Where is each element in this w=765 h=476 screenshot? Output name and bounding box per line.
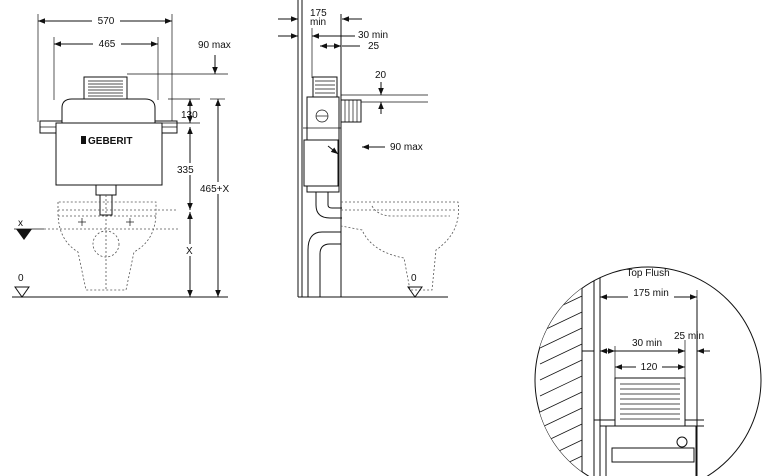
dim-30min-side-label: 30 min (358, 30, 388, 41)
dim-90max-side-label: 90 max (390, 142, 423, 153)
front-view: 570 465 90 max GEBERIT (12, 14, 239, 298)
dim-570-label: 570 (98, 16, 115, 27)
brand-logo: GEBERIT (88, 136, 132, 147)
detail-view-top-flush: Top Flush 175 min 30 min 25 min 120 (534, 266, 762, 476)
toilet-side-outline (340, 201, 459, 291)
detail-dim-25min-label: 25 min (674, 331, 704, 342)
cistern-body (55, 122, 163, 186)
dim-175-suffix: min (310, 17, 326, 28)
toilet-outline (57, 201, 157, 291)
marker-x-label: x (18, 218, 23, 229)
detail-dim-30min-label: 30 min (632, 338, 662, 349)
dim-465-label: 465 (99, 39, 116, 50)
dim-335-label: 335 (177, 165, 194, 176)
dim-175-value: 175 (310, 8, 327, 19)
detail-title: Top Flush (626, 268, 669, 279)
actuator-detail (614, 377, 686, 427)
dim-130-label: 130 (181, 110, 198, 121)
dim-x-label: X (186, 246, 193, 257)
side-view: 175 min 30 min 25 20 90 max (278, 0, 459, 298)
floor-zero-side-label: 0 (411, 273, 417, 284)
detail-dim-120-label: 120 (641, 362, 658, 373)
floor-zero-label: 0 (18, 273, 24, 284)
dim-90max-label: 90 max (198, 40, 231, 51)
dim-20-label: 20 (375, 70, 387, 81)
dim-465x-label: 465+X (200, 184, 230, 195)
detail-dim-175min-label: 175 min (633, 288, 669, 299)
dim-25-label: 25 (368, 41, 380, 52)
